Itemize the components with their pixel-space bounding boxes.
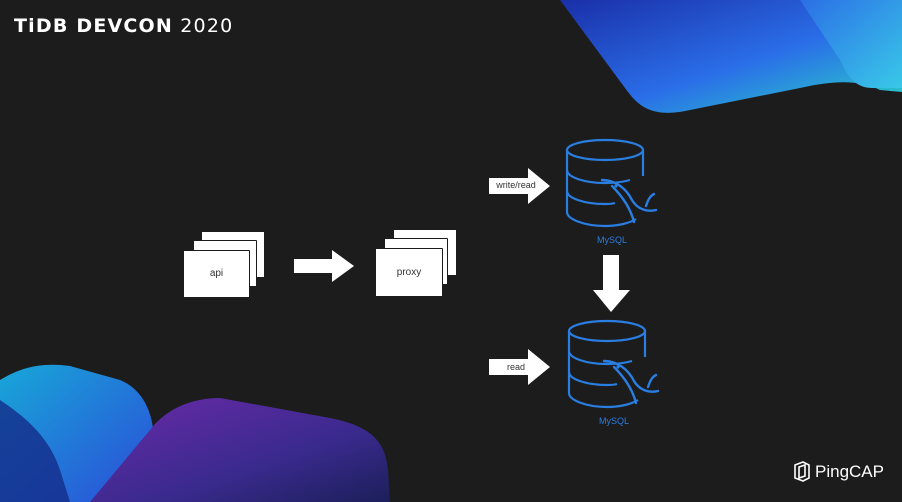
event-year: 2020 (180, 15, 234, 37)
write-read-label: write/read (496, 180, 536, 190)
api-card-front (183, 250, 250, 298)
replica-mysql-label: MySQL (598, 416, 629, 426)
bottom-left-shape-purple (90, 398, 390, 502)
company-brand: PingCAP (793, 461, 884, 483)
top-right-shape-light (800, 0, 902, 88)
arrow-right-icon (489, 168, 550, 204)
proxy-label: proxy (396, 267, 422, 278)
primary-mysql-label: MySQL (596, 235, 627, 245)
arrow-down-icon (593, 255, 630, 312)
pingcap-logo-icon (794, 461, 810, 482)
mysql-database-icon (565, 138, 658, 228)
api-label: api (209, 268, 224, 279)
event-title: TiDB DEVCON 2020 (14, 15, 233, 37)
mysql-database-icon (567, 319, 660, 409)
arrow-right-icon (489, 349, 550, 385)
company-name: PingCAP (815, 462, 884, 481)
read-label: read (506, 362, 525, 372)
event-brand: TiDB DEVCON (14, 15, 173, 37)
bottom-left-shape-dark (0, 400, 70, 502)
proxy-card-front (375, 248, 443, 297)
top-right-shape-main (560, 0, 902, 113)
arrow-right-icon (294, 250, 354, 282)
